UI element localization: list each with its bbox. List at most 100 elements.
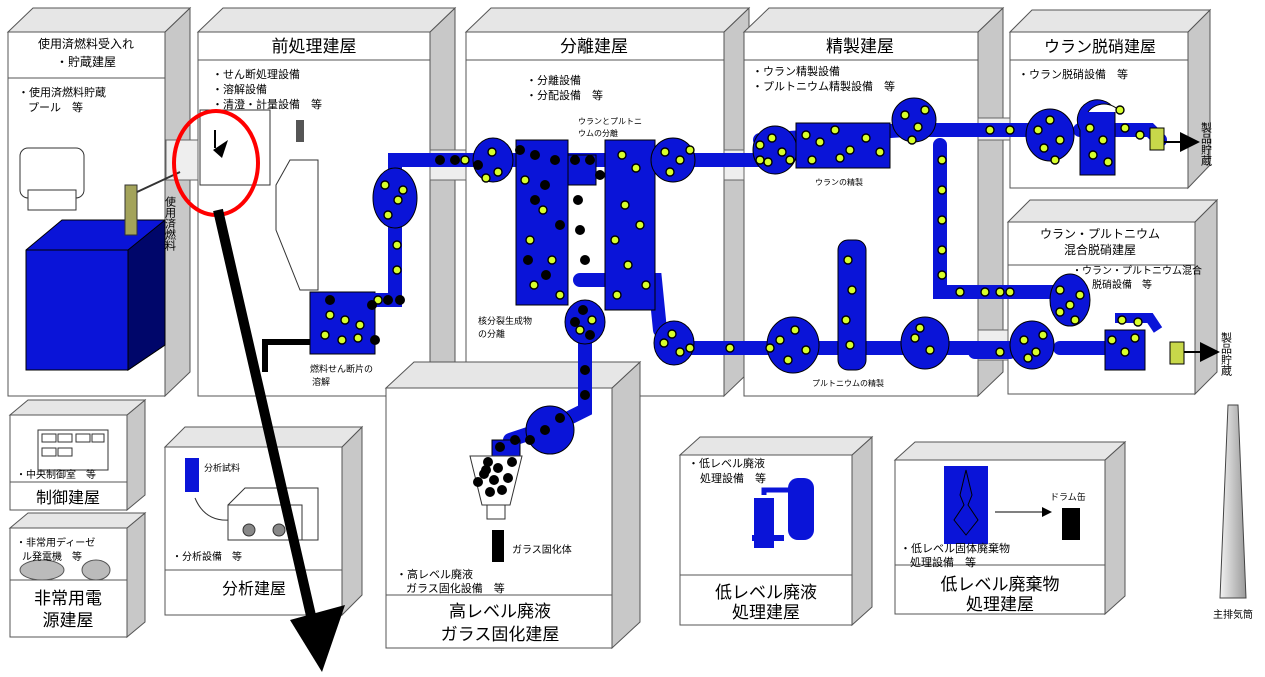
purification-eq-1: ・ウラン精製設備 — [752, 64, 840, 78]
partition-label-1: ウランとプルトニ — [578, 117, 642, 126]
uranium-particle — [1023, 353, 1033, 363]
llw-solid-equipment — [944, 466, 1080, 544]
uranium-particle — [755, 155, 765, 165]
llw-liquid-equipment — [752, 478, 814, 548]
fp-particle — [585, 155, 595, 165]
uranium-particle — [790, 325, 800, 335]
receipt-eq-1: ・使用済燃料貯蔵 — [18, 85, 106, 99]
analysis-title: 分析建屋 — [222, 579, 286, 598]
llw-liquid-title-2: 処理建屋 — [732, 603, 800, 623]
uranium-particle — [767, 133, 777, 143]
uranium-particle — [985, 125, 995, 135]
hlw-eq-1: ・高レベル廃液 — [396, 567, 473, 581]
uranium-particle — [612, 290, 622, 300]
uranium-particle — [937, 270, 947, 280]
receipt-title-1: 使用済燃料受入れ — [38, 36, 134, 51]
uranium-particle — [659, 338, 669, 348]
uranium-particle — [538, 205, 548, 215]
storage-pool — [19, 147, 181, 371]
uranium-particle — [487, 147, 497, 157]
uranium-particle — [685, 343, 695, 353]
fp-label-2: の分離 — [478, 328, 505, 340]
uranium-particle — [920, 105, 930, 115]
uranium-particles — [320, 105, 1145, 365]
hlw-title-1: 高レベル廃液 — [449, 602, 551, 622]
uranium-particle — [801, 130, 811, 140]
fp-particle — [580, 390, 590, 400]
fp-particle — [575, 225, 585, 235]
hlw-eq-2: ガラス固化設備 等 — [406, 581, 505, 595]
llw-solid-title-1: 低レベル廃棄物 — [941, 575, 1060, 595]
fp-particle — [503, 473, 513, 483]
mox-title-1: ウラン・プルトニウム — [1040, 227, 1160, 241]
uranium-particle — [525, 235, 535, 245]
uranium-particle — [841, 315, 851, 325]
uranium-particle — [1085, 123, 1095, 133]
fp-particle — [555, 413, 565, 423]
fp-particle — [481, 465, 491, 475]
llw-solid-eq-1: ・低レベル固体廃棄物 — [900, 541, 1010, 555]
pointer-arrowhead-small — [213, 140, 228, 158]
uranium-particle — [845, 340, 855, 350]
uranium-particle — [665, 167, 675, 177]
uranium-particle — [383, 210, 393, 220]
dissolution-label-1: 燃料せん断片の — [310, 363, 373, 375]
fp-particle — [540, 180, 550, 190]
uranium-particle — [635, 220, 645, 230]
headend-eq-1: ・せん断処理設備 — [212, 67, 300, 81]
purification-title: 精製建屋 — [826, 37, 894, 57]
uranium-particle — [913, 122, 923, 132]
uranium-particle — [1039, 143, 1049, 153]
fp-particle — [595, 170, 605, 180]
headend-eq-2: ・溶解設備 — [212, 82, 267, 96]
fp-particle — [383, 295, 393, 305]
fp-particle — [580, 255, 590, 265]
fp-particle — [325, 295, 335, 305]
uranium-particle — [1098, 135, 1108, 145]
fp-particle — [541, 270, 551, 280]
fp-particle — [550, 155, 560, 165]
uranium-particle — [392, 240, 402, 250]
fp-particle — [473, 477, 483, 487]
fp-particle — [515, 145, 525, 155]
uranium-particle — [1133, 317, 1143, 327]
building-llw-liquid — [678, 435, 874, 627]
uranium-particle — [937, 215, 947, 225]
uranium-particle — [995, 287, 1005, 297]
uranium-particle — [555, 290, 565, 300]
emergency-title-2: 源建屋 — [43, 611, 94, 631]
uranium-particle — [547, 255, 557, 265]
uranium-particle — [1120, 347, 1130, 357]
uranium-particle — [337, 335, 347, 345]
uranium-particle — [481, 173, 491, 183]
plutonium-purification-label: プルトニウムの精製 — [812, 378, 884, 388]
fp-particle — [507, 457, 517, 467]
uranium-particle — [675, 155, 685, 165]
fp-particle — [489, 475, 499, 485]
uranium-particle — [675, 347, 685, 357]
big-arrow-head — [290, 605, 345, 672]
uranium-particle — [460, 155, 470, 165]
fp-particle — [435, 155, 445, 165]
uranium-particle — [1120, 123, 1130, 133]
headend-title: 前処理建屋 — [272, 37, 357, 57]
fp-particle — [570, 317, 580, 327]
llw-liquid-eq-1: ・低レベル廃液 — [688, 456, 765, 470]
uranium-particle — [1115, 105, 1125, 115]
fp-particle — [483, 457, 493, 467]
receipt-title-2: ・貯蔵建屋 — [56, 55, 116, 69]
uranium-particle — [807, 155, 817, 165]
uranium-particle — [847, 285, 857, 295]
uranium-particle — [1107, 335, 1117, 345]
glass-label: ガラス固化体 — [512, 543, 572, 556]
uranium-particle — [861, 133, 871, 143]
fp-particle — [573, 195, 583, 205]
uranium-particle — [1135, 130, 1145, 140]
big-arrow-shaft — [213, 208, 317, 622]
corridor-receipt-headend — [165, 139, 199, 181]
uranium-particle — [1045, 115, 1055, 125]
uranium-particle — [1103, 157, 1113, 167]
fp-particle — [540, 425, 550, 435]
control-title: 制御建屋 — [36, 488, 100, 507]
fp-particle — [570, 155, 580, 165]
